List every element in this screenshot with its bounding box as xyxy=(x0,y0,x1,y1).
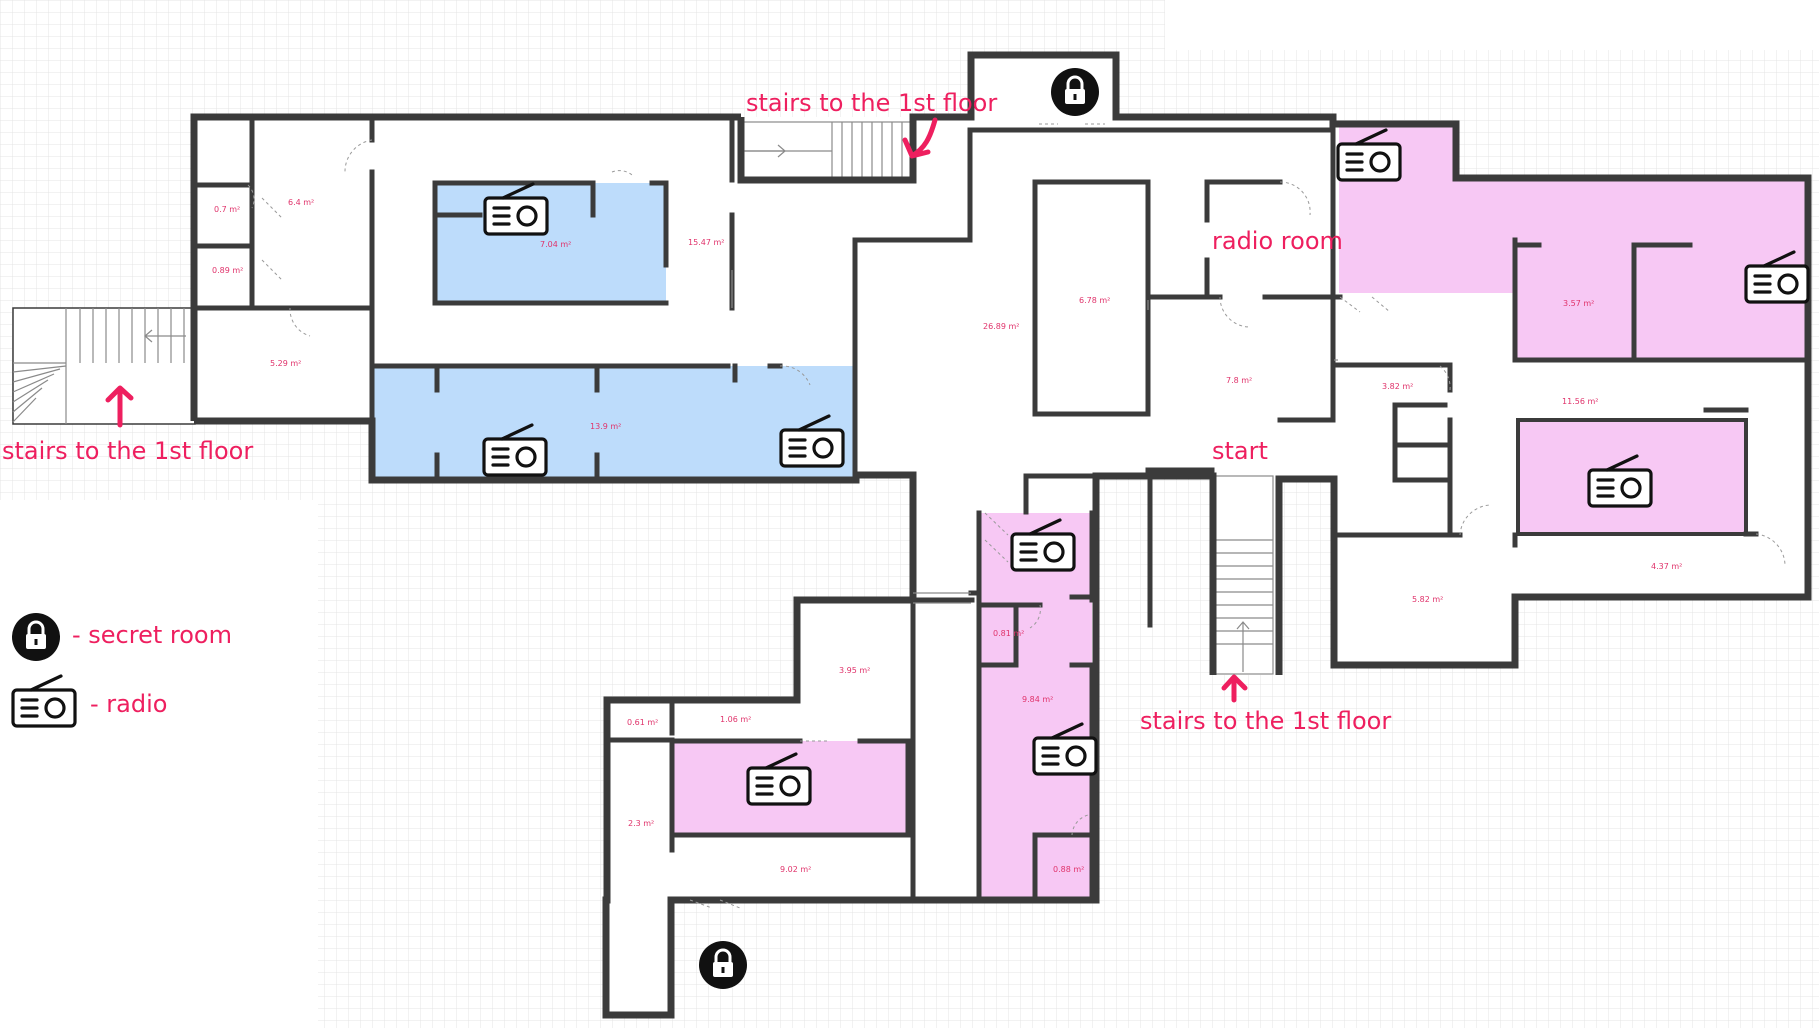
stairs-label-bottom: stairs to the 1st floor xyxy=(1140,707,1391,735)
room-blue-top xyxy=(435,183,666,303)
radio-room-label: radio room xyxy=(1212,227,1343,255)
arrow-icon xyxy=(1221,674,1248,703)
legend-secret-room: - secret room xyxy=(72,621,232,649)
area-label: 5.29 m² xyxy=(270,359,301,368)
area-label: 0.7 m² xyxy=(214,205,240,214)
area-label: 3.95 m² xyxy=(839,666,870,675)
start-label: start xyxy=(1212,437,1268,465)
area-label: 3.57 m² xyxy=(1563,299,1594,308)
stairs-label-left: stairs to the 1st floor xyxy=(2,437,253,465)
area-label: 7.8 m² xyxy=(1226,376,1252,385)
lock-icon xyxy=(697,939,749,991)
area-label: 3.82 m² xyxy=(1382,382,1413,391)
area-label: 9.02 m² xyxy=(780,865,811,874)
arrow-icon xyxy=(902,117,938,159)
door-swings xyxy=(247,123,1786,909)
area-label: 0.61 m² xyxy=(627,718,658,727)
arrow-icons xyxy=(105,117,1248,703)
stairs-top xyxy=(741,121,913,181)
lock-icon xyxy=(10,611,62,663)
stairs-left xyxy=(12,307,196,425)
area-label: 5.82 m² xyxy=(1412,595,1443,604)
lock-icon xyxy=(1049,66,1101,118)
area-label: 6.4 m² xyxy=(288,198,314,207)
area-label: 1.06 m² xyxy=(720,715,751,724)
stairs-bottom xyxy=(1212,475,1274,675)
area-label: 0.81 m² xyxy=(993,629,1024,638)
stairs-label-top: stairs to the 1st floor xyxy=(746,89,997,117)
area-label: 2.3 m² xyxy=(628,819,654,828)
radio-icon xyxy=(11,674,77,728)
area-label: 6.78 m² xyxy=(1079,296,1110,305)
area-label: 0.88 m² xyxy=(1053,865,1084,874)
area-label: 0.89 m² xyxy=(212,266,243,275)
passage-markers xyxy=(731,270,1338,604)
area-label: 11.56 m² xyxy=(1562,397,1598,406)
area-labels: 0.7 m² 6.4 m² 0.89 m² 5.29 m² 7.04 m² 15… xyxy=(212,198,1682,874)
interior-walls xyxy=(191,114,1811,903)
room-blue-bottom xyxy=(372,366,853,478)
room-pink-right xyxy=(1339,124,1807,360)
area-label: 13.9 m² xyxy=(590,422,621,431)
area-label: 7.04 m² xyxy=(540,240,571,249)
legend-radio: - radio xyxy=(90,690,167,718)
area-label: 26.89 m² xyxy=(983,322,1019,331)
arrow-icon xyxy=(105,385,134,428)
legend: - secret room - radio xyxy=(10,611,232,728)
area-label: 9.84 m² xyxy=(1022,695,1053,704)
area-label: 15.47 m² xyxy=(688,238,724,247)
area-label: 4.37 m² xyxy=(1651,562,1682,571)
